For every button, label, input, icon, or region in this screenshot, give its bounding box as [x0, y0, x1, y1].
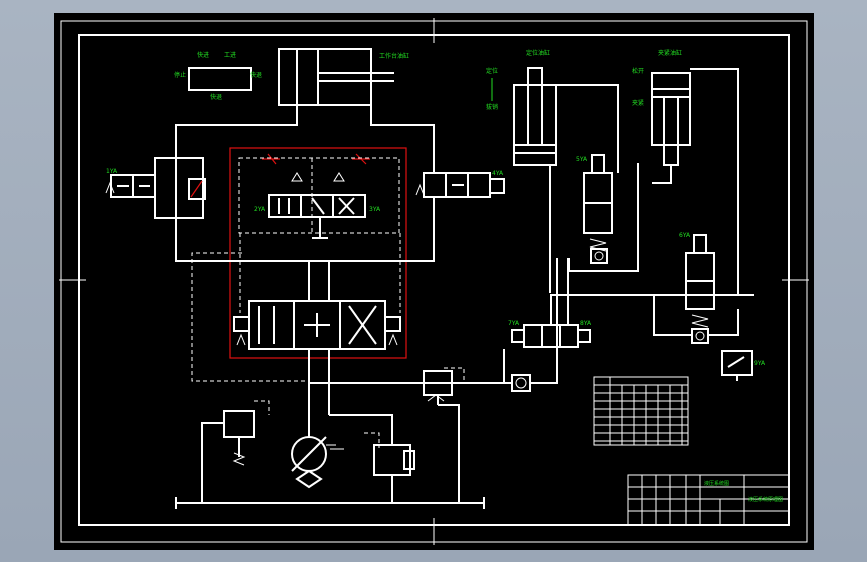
left-valve — [105, 157, 435, 262]
pressure-switch — [721, 350, 753, 381]
svg-text:夹紧: 夹紧 — [632, 99, 644, 107]
position-valve — [568, 154, 639, 272]
main-direction-valve — [233, 261, 401, 350]
svg-text:夹紧油缸: 夹紧油缸 — [658, 49, 682, 57]
svg-text:5YA: 5YA — [576, 156, 588, 163]
svg-text:6YA: 6YA — [679, 232, 691, 239]
small-valve — [511, 258, 754, 348]
hydraulic-schematic: 工作台油缸 快进 工进 停止 快退 快退 1YA 2YA 3YA — [59, 18, 809, 545]
svg-text:液压系统原理图: 液压系统原理图 — [748, 496, 783, 503]
svg-text:8YA: 8YA — [580, 320, 592, 327]
svg-text:松开: 松开 — [632, 67, 644, 75]
valve-block-frame — [229, 147, 407, 359]
label-work-cylinder: 工作台油缸 — [379, 52, 409, 60]
svg-text:2YA: 2YA — [254, 206, 266, 213]
svg-text:液压系统图: 液压系统图 — [704, 480, 729, 487]
svg-text:3YA: 3YA — [369, 206, 381, 213]
inner-border — [78, 34, 790, 526]
svg-text:定位: 定位 — [486, 67, 498, 75]
clamp-valve — [653, 234, 739, 344]
svg-text:快进: 快进 — [197, 51, 209, 59]
svg-text:4YA: 4YA — [492, 170, 504, 177]
middle-valve — [268, 172, 366, 239]
relief-valve — [201, 410, 255, 503]
svg-text:停止: 停止 — [174, 71, 186, 79]
svg-text:1YA: 1YA — [106, 168, 118, 175]
work-cylinder — [175, 48, 435, 173]
svg-text:快退: 快退 — [210, 93, 222, 101]
svg-text:7YA: 7YA — [508, 320, 520, 327]
pump-unit — [291, 349, 505, 489]
svg-text:拔销: 拔销 — [486, 103, 498, 111]
svg-text:9YA: 9YA — [754, 360, 766, 367]
svg-text:快退: 快退 — [250, 71, 262, 79]
check-valve — [511, 374, 531, 392]
title-block — [627, 474, 790, 526]
sequence-table — [593, 376, 689, 446]
right-valve — [415, 172, 505, 198]
svg-text:工进: 工进 — [224, 51, 236, 59]
drawing-sheet[interactable]: 工作台油缸 快进 工进 停止 快退 快退 1YA 2YA 3YA — [54, 13, 814, 550]
svg-text:定位油缸: 定位油缸 — [526, 49, 550, 57]
clamp-cylinder — [651, 68, 739, 295]
position-cylinder — [513, 67, 619, 293]
sequence-valve — [423, 370, 512, 503]
action-box — [188, 67, 252, 91]
